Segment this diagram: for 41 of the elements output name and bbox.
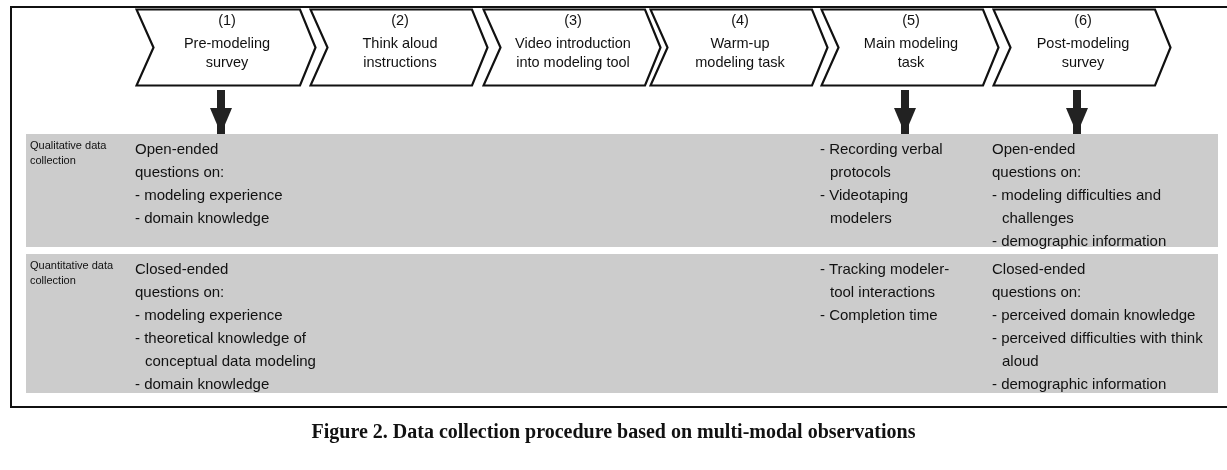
step-title: Main modeling task [862, 34, 960, 72]
bullet-item: - Videotaping modelers [820, 185, 910, 228]
step-number: (3) [563, 11, 583, 30]
data-collection-band [26, 134, 1218, 247]
step-number: (6) [1073, 11, 1093, 30]
cell-heading: Closed-ended questions on: [992, 259, 1087, 302]
step-title: Warm-up modeling task [694, 34, 786, 72]
bullet-item: - domain knowledge [135, 374, 271, 394]
cell-heading: Closed-ended questions on: [135, 259, 230, 302]
step-number: (2) [390, 11, 410, 30]
bullet-item: - perceived domain knowledge [992, 305, 1197, 325]
process-step [482, 8, 662, 87]
step-title: Post-modeling survey [1035, 34, 1131, 72]
cell-heading: Open-ended questions on: [135, 139, 226, 182]
band-label: Qualitative data collection [30, 138, 108, 168]
process-step [649, 8, 829, 87]
band-label: Quantitative data collection [30, 258, 115, 288]
bullet-item: - demographic information [992, 374, 1168, 394]
bullet-item: - demographic information [992, 231, 1168, 251]
step-title: Think aloud instructions [361, 34, 439, 72]
step-number: (4) [730, 11, 750, 30]
process-step [820, 8, 1000, 87]
figure-caption: Figure 2. Data collection procedure based on multi-modal observations [310, 420, 917, 443]
bullet-item: - theoretical knowledge of conceptual data modeling [135, 328, 317, 371]
step-title: Pre-modeling survey [182, 34, 272, 72]
process-step [992, 8, 1172, 87]
bullet-item: - modeling experience [135, 305, 284, 325]
step-number: (5) [901, 11, 921, 30]
bullet-item: - Recording verbal protocols [820, 139, 944, 182]
step-number: (1) [217, 11, 237, 30]
process-step [309, 8, 489, 87]
bullet-item: - Tracking modeler-tool interactions [820, 259, 951, 302]
bullet-item: - modeling experience [135, 185, 284, 205]
bullet-item: - domain knowledge [135, 208, 271, 228]
bullet-item: - modeling difficulties and challenges [992, 185, 1162, 228]
data-collection-band [26, 254, 1218, 393]
cell-heading: Open-ended questions on: [992, 139, 1083, 182]
bullet-item: - perceived difficulties with think aloud [992, 328, 1204, 371]
process-step [135, 8, 317, 87]
step-title: Video introduction into modeling tool [514, 34, 632, 72]
bullet-item: - Completion time [820, 305, 939, 325]
